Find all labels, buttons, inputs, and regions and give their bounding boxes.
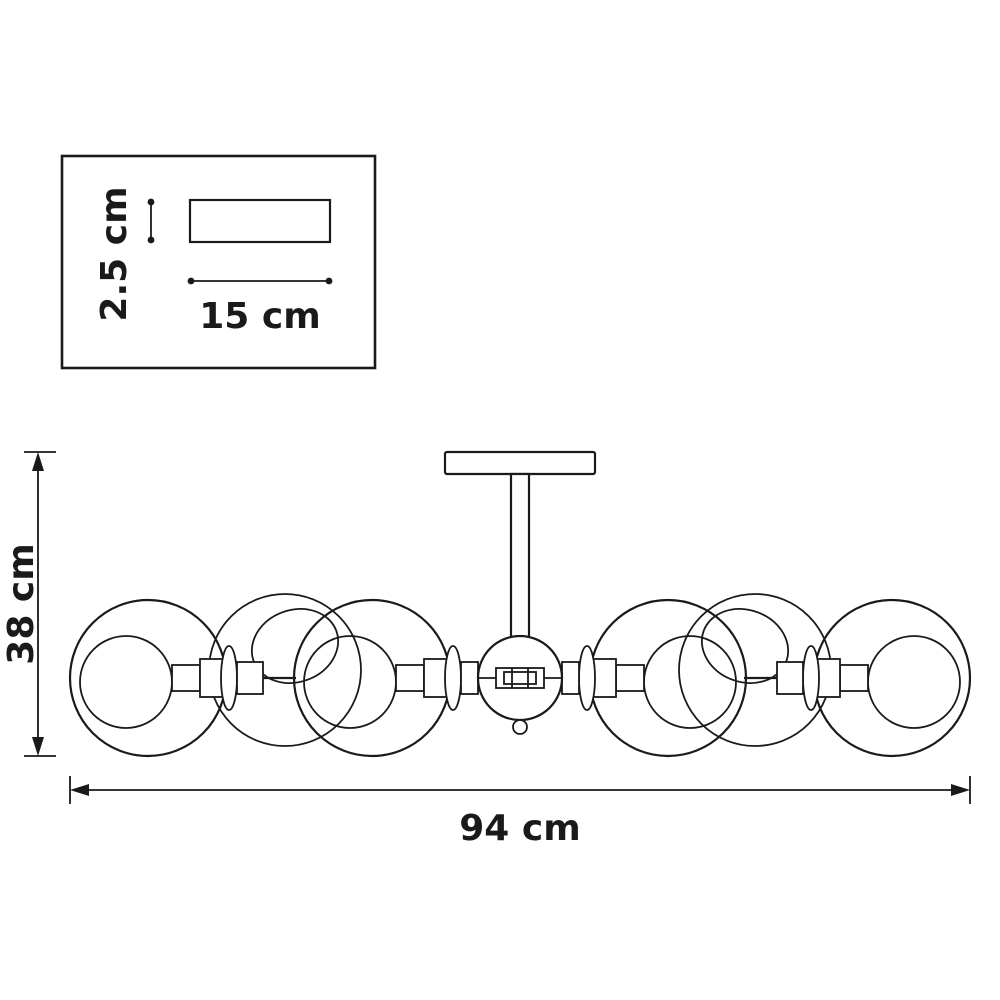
globe-left-inner <box>292 598 479 758</box>
legend-border <box>60 154 377 370</box>
arrowhead-left <box>70 784 89 796</box>
dimension-dot <box>147 198 155 206</box>
socket-flange <box>444 645 462 711</box>
socket-collar <box>236 661 264 695</box>
bulb-neck <box>615 664 645 692</box>
socket-flange <box>578 645 596 711</box>
bulb-left-inner <box>303 635 397 729</box>
central-hub <box>476 634 564 735</box>
bulb-left-outer <box>79 635 173 729</box>
chandelier-drawing <box>68 450 972 758</box>
globe-right-outer <box>776 598 972 758</box>
socket-flange <box>802 645 820 711</box>
bulb-neck <box>171 664 201 692</box>
overall-height-label: 38 cm <box>1 543 42 664</box>
socket-collar <box>776 661 804 695</box>
ceiling-canopy <box>443 450 597 476</box>
legend-box: 2.5 cm 15 cm <box>60 154 377 370</box>
dimension-dot <box>147 236 155 244</box>
plate-width-dimension: 15 cm <box>187 277 333 337</box>
arrowhead-up <box>32 452 44 471</box>
bulb-neck <box>395 664 425 692</box>
rear-globe-left-opening <box>250 608 340 684</box>
arrowhead-right <box>951 784 970 796</box>
overall-height-dimension: 38 cm <box>1 451 56 757</box>
overall-width-label: 94 cm <box>459 808 580 849</box>
socket-collar <box>460 661 479 695</box>
bulb-right-inner <box>643 635 737 729</box>
plate-height-dimension: 2.5 cm <box>94 186 155 322</box>
bulb-right-outer <box>867 635 961 729</box>
dimension-dot <box>325 277 333 285</box>
hub-connector-inner <box>503 671 537 685</box>
socket-collar <box>561 661 580 695</box>
dimension-dot <box>187 277 195 285</box>
globe-left-outer <box>68 598 264 758</box>
rear-globe-right-opening <box>700 608 790 684</box>
bulb-neck <box>839 664 869 692</box>
plate-width-label: 15 cm <box>199 296 320 337</box>
hub-connector <box>495 667 545 689</box>
stem <box>509 472 531 640</box>
hub-finial-ball <box>512 719 528 735</box>
overall-width-dimension: 94 cm <box>69 776 971 849</box>
arrowhead-down <box>32 737 44 756</box>
ceiling-plate-profile <box>188 198 332 244</box>
socket-flange <box>220 645 238 711</box>
globe-right-inner <box>561 598 748 758</box>
plate-height-label: 2.5 cm <box>94 186 135 321</box>
